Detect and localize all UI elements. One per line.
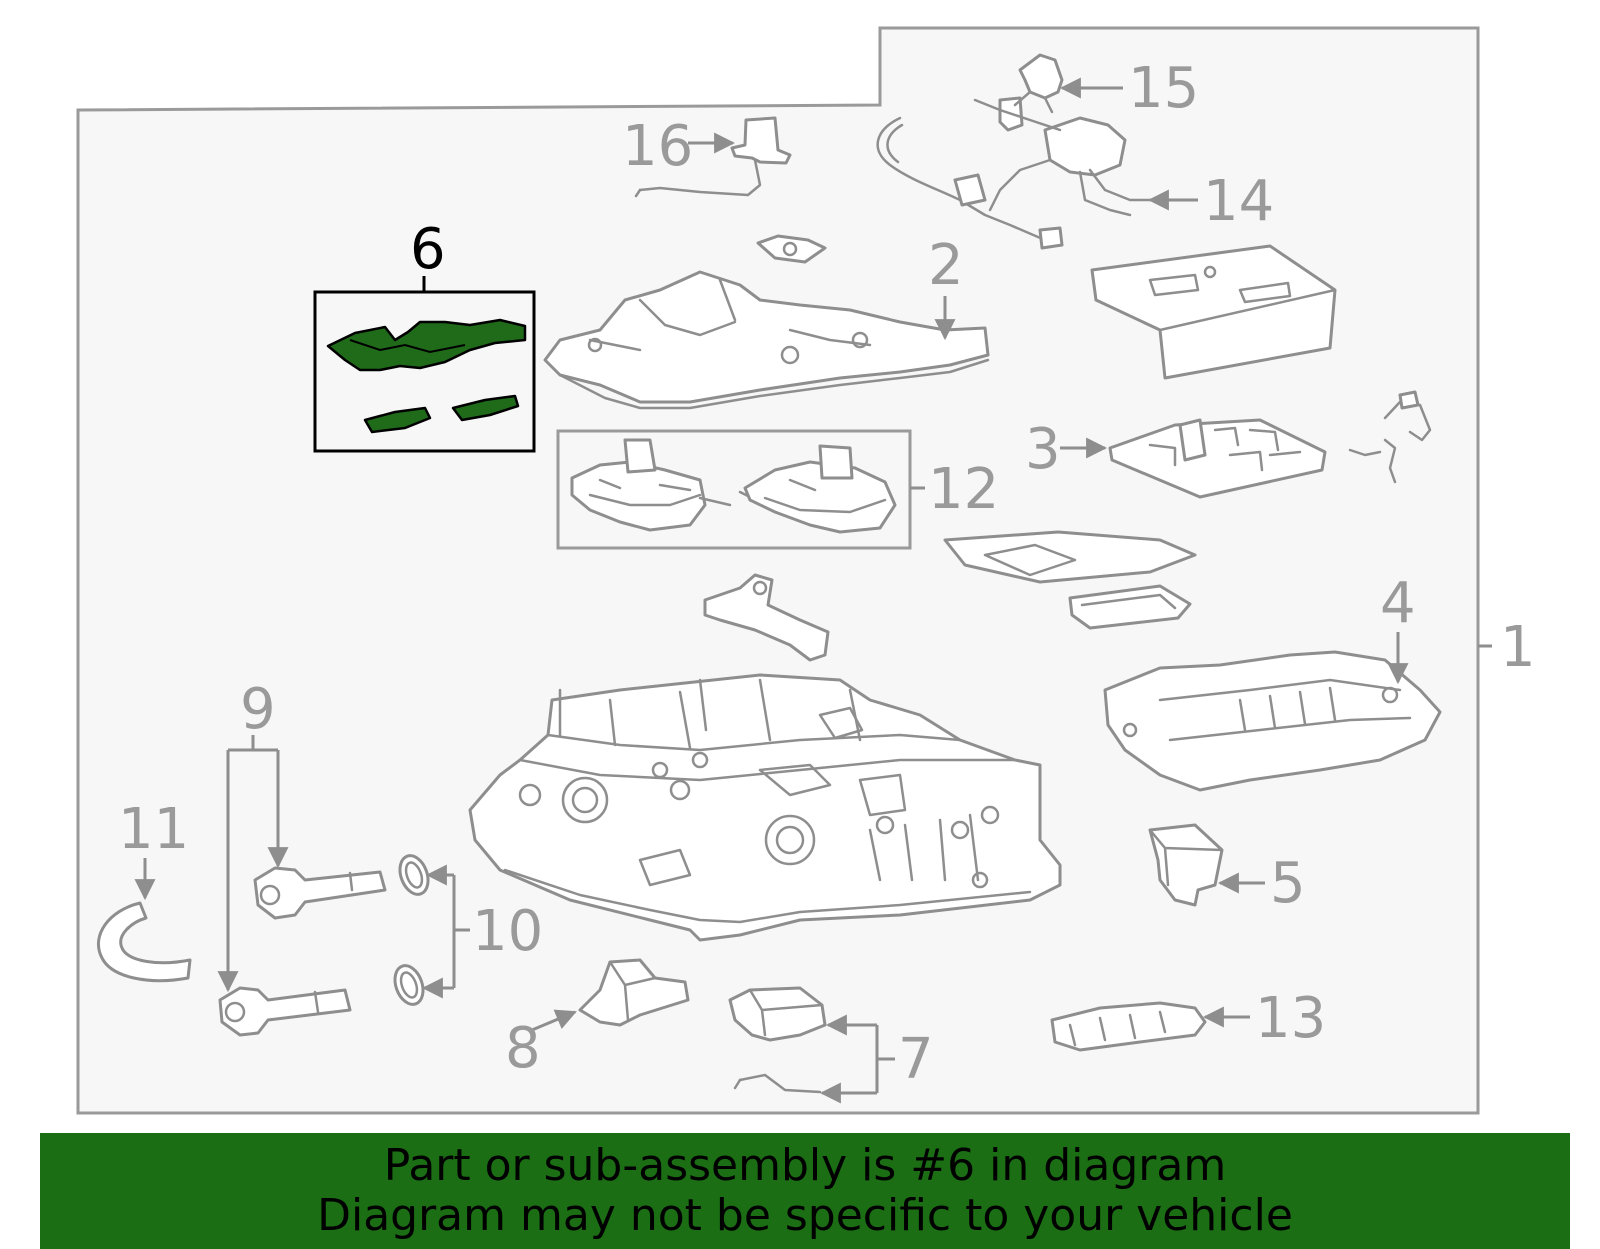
callout-7: 7 <box>898 1027 934 1092</box>
callout-8: 8 <box>505 1016 541 1081</box>
part-13-bracket[interactable] <box>1050 1001 1207 1052</box>
callout-3: 3 <box>1025 417 1061 482</box>
callout-11: 11 <box>118 797 189 862</box>
part-9-fittings[interactable] <box>218 866 387 1037</box>
callout-6: 6 <box>410 217 446 282</box>
banner-line-disclaimer: Diagram may not be specific to your vehi… <box>317 1190 1293 1241</box>
part-8-bracket[interactable] <box>578 958 690 1027</box>
callout-1: 1 <box>1500 615 1536 680</box>
leader-lines <box>134 77 1492 1104</box>
callout-15: 15 <box>1128 56 1199 121</box>
part-lid[interactable] <box>1090 244 1337 380</box>
part-11-hose[interactable] <box>96 901 192 983</box>
banner-line-part: Part or sub-assembly is #6 in diagram <box>383 1140 1227 1191</box>
callout-13: 13 <box>1255 986 1326 1051</box>
callout-4: 4 <box>1380 571 1416 636</box>
part-16-sensor[interactable] <box>634 116 792 198</box>
part-plate[interactable] <box>943 530 1197 630</box>
part-14-wire-harness[interactable] <box>876 98 1152 250</box>
callout-2: 2 <box>928 233 964 298</box>
part-4-inverter[interactable] <box>1103 650 1442 792</box>
callout-16: 16 <box>622 114 693 179</box>
part-bracket[interactable] <box>703 573 830 662</box>
part-7-bracket[interactable] <box>728 986 827 1094</box>
callout-5: 5 <box>1270 851 1306 916</box>
callout-9: 9 <box>240 677 276 742</box>
main-housing[interactable] <box>468 673 1062 942</box>
part-5-bracket[interactable] <box>1148 823 1224 907</box>
part-10-orings[interactable] <box>390 852 433 1008</box>
disclaimer-banner: Part or sub-assembly is #6 in diagram Di… <box>40 1133 1570 1249</box>
callout-14: 14 <box>1203 169 1274 234</box>
callout-12: 12 <box>928 457 999 522</box>
part-3-circuit-board[interactable] <box>1108 390 1432 499</box>
callout-10: 10 <box>472 899 543 964</box>
